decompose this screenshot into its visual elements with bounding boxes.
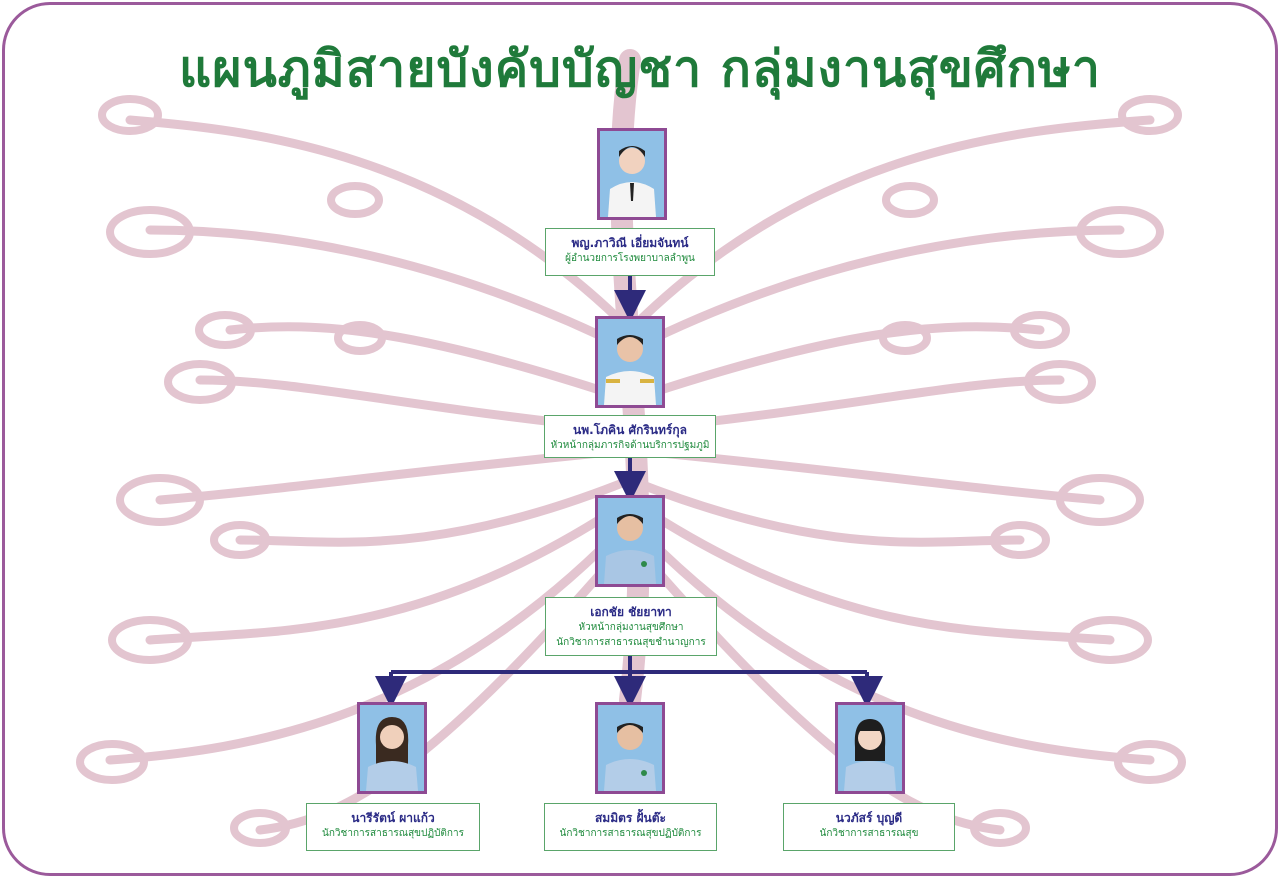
staff-photo-1 bbox=[357, 702, 427, 794]
chief-card: พญ.ภาวิณี เอี่ยมจันทน์ ผู้อำนวยการโรงพยา… bbox=[545, 228, 715, 276]
staff-name-2: สมมิตร ฝั้นต๊ะ bbox=[594, 811, 667, 825]
chart-title: แผนภูมิสายบังคับบัญชา กลุ่มงานสุขศึกษา bbox=[179, 40, 1101, 98]
head-position: หัวหน้ากลุ่มงานสุขศึกษา bbox=[578, 622, 684, 633]
staff-photo-2 bbox=[595, 702, 665, 794]
deputy-photo bbox=[595, 316, 665, 408]
staff-name-1: นารีรัตน์ ผาแก้ว bbox=[351, 811, 435, 825]
chief-photo bbox=[597, 128, 667, 220]
head-card: เอกชัย ชัยยาทา หัวหน้ากลุ่มงานสุขศึกษา น… bbox=[545, 597, 717, 656]
chief-position: ผู้อำนวยการโรงพยาบาลลำพูน bbox=[565, 253, 695, 264]
head-position-secondary: นักวิชาการสาธารณสุขชำนาญการ bbox=[556, 637, 706, 648]
staff-name-3: นวภัสร์ บุญดี bbox=[835, 811, 903, 825]
deputy-name: นพ.โภคิน ศักรินทร์กุล bbox=[573, 423, 687, 437]
head-name: เอกชัย ชัยยาทา bbox=[590, 605, 672, 619]
staff-position-2: นักวิชาการสาธารณสุขปฏิบัติการ bbox=[559, 828, 702, 839]
staff-card-2: สมมิตร ฝั้นต๊ะ นักวิชาการสาธารณสุขปฏิบัต… bbox=[544, 803, 717, 851]
deputy-position: หัวหน้ากลุ่มภารกิจด้านบริการปฐมภูมิ bbox=[550, 440, 710, 451]
staff-card-1: นารีรัตน์ ผาแก้ว นักวิชาการสาธารณสุขปฏิบ… bbox=[306, 803, 480, 851]
head-photo bbox=[595, 495, 665, 587]
staff-photo-3 bbox=[835, 702, 905, 794]
staff-position-1: นักวิชาการสาธารณสุขปฏิบัติการ bbox=[322, 828, 464, 839]
staff-card-3: นวภัสร์ บุญดี นักวิชาการสาธารณสุข bbox=[783, 803, 955, 851]
deputy-card: นพ.โภคิน ศักรินทร์กุล หัวหน้ากลุ่มภารกิจ… bbox=[544, 415, 716, 458]
staff-position-3: นักวิชาการสาธารณสุข bbox=[819, 828, 919, 839]
chief-name: พญ.ภาวิณี เอี่ยมจันทน์ bbox=[571, 236, 689, 250]
